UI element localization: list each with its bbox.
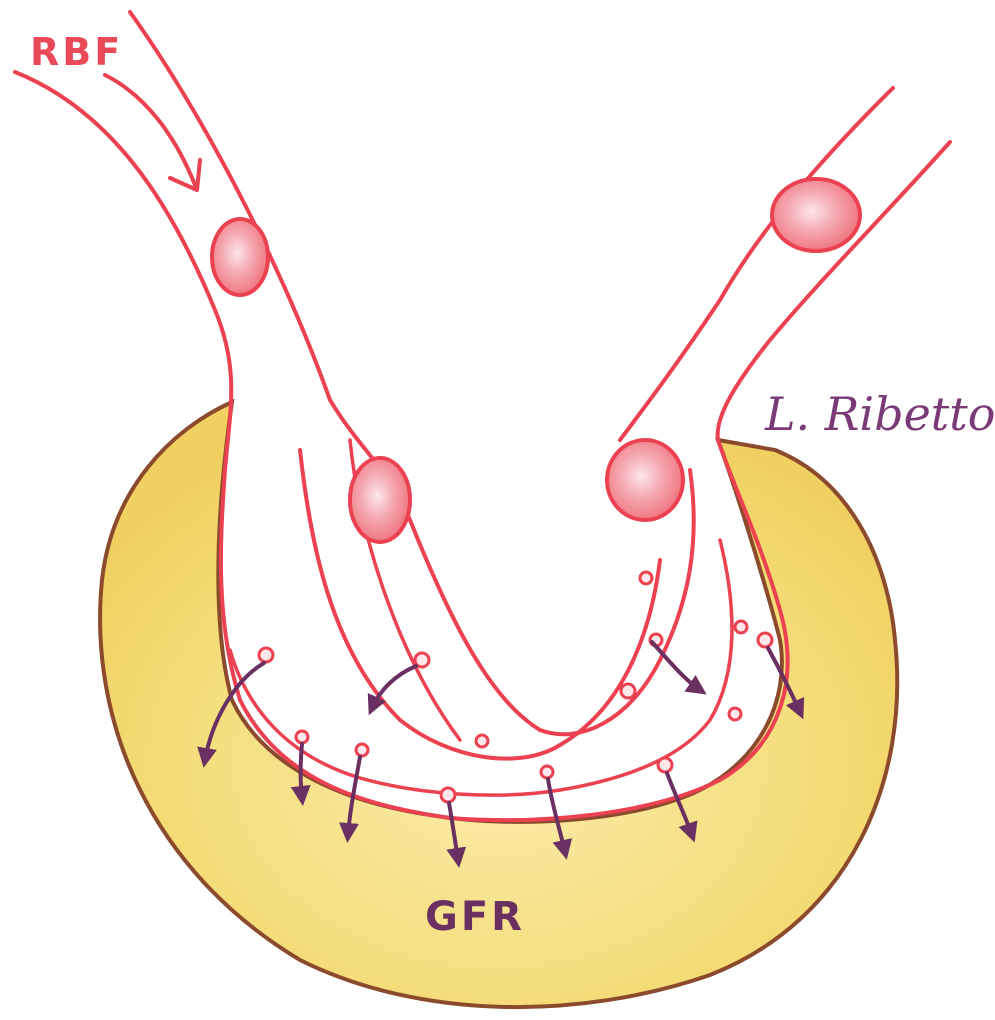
signature: L. Ribetto: [764, 387, 995, 441]
label-rbf: RBF: [30, 30, 123, 74]
pore: [729, 708, 741, 720]
pore: [640, 572, 652, 584]
pore: [476, 735, 488, 747]
pore: [621, 684, 635, 698]
filtration-arrow: [652, 642, 700, 690]
pore: [356, 744, 368, 756]
pore: [735, 621, 747, 633]
red-cell: [212, 219, 268, 295]
red-cell: [772, 179, 860, 251]
red-cell: [607, 440, 683, 520]
pore: [259, 648, 273, 662]
label-gfr: GFR: [425, 894, 525, 940]
filtration-arrow: [301, 744, 303, 798]
pore: [441, 788, 455, 802]
pore: [758, 633, 772, 647]
pore: [541, 766, 553, 778]
pore: [658, 758, 672, 772]
pore: [296, 731, 308, 743]
red-cell: [350, 458, 410, 542]
